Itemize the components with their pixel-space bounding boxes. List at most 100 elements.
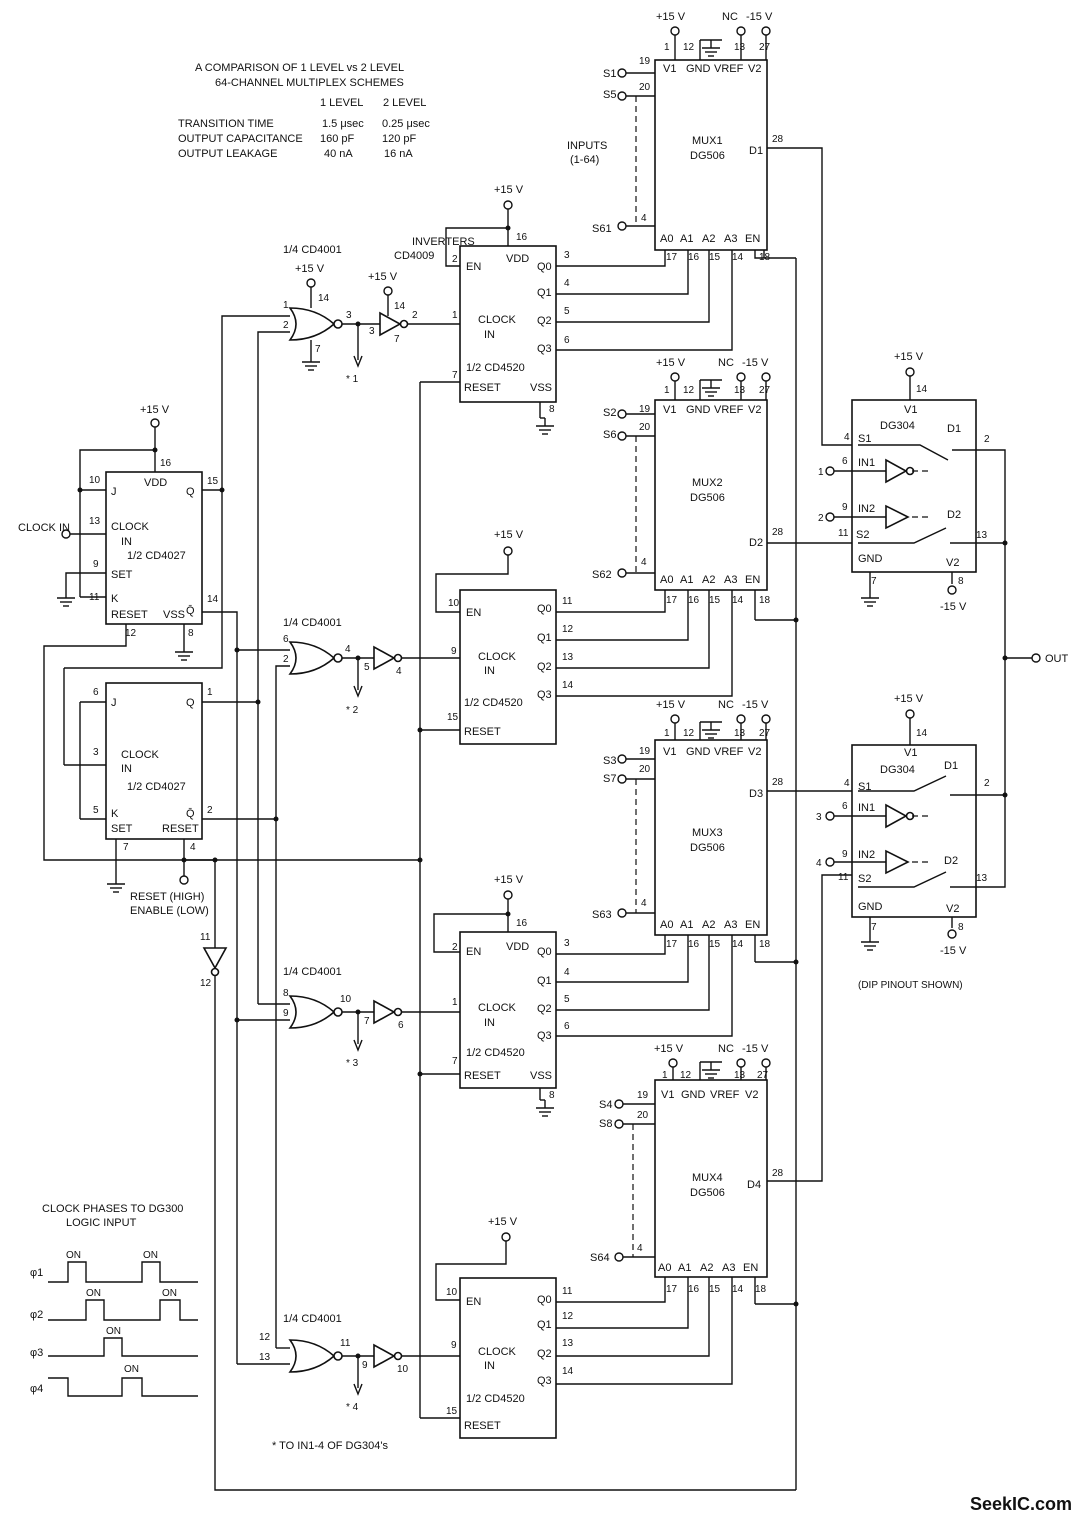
mux-output-wiring <box>767 147 858 1182</box>
svg-text:S6: S6 <box>603 429 616 441</box>
svg-text:28: 28 <box>772 777 784 788</box>
svg-text:15: 15 <box>207 476 219 487</box>
svg-text:IN: IN <box>484 1360 495 1372</box>
svg-text:13: 13 <box>734 42 746 53</box>
svg-text:CLOCK: CLOCK <box>478 314 517 326</box>
svg-text:17: 17 <box>666 1284 678 1295</box>
svg-text:MUX3: MUX3 <box>692 827 723 839</box>
svg-text:A2: A2 <box>700 1262 713 1274</box>
svg-text:16: 16 <box>160 458 172 469</box>
svg-text:+15 V: +15 V <box>488 1216 518 1228</box>
svg-text:14: 14 <box>562 680 574 691</box>
svg-text:6: 6 <box>564 335 570 346</box>
svg-text:CD4009: CD4009 <box>394 250 434 262</box>
svg-text:12: 12 <box>562 624 574 635</box>
svg-text:1: 1 <box>818 467 824 478</box>
svg-text:1/2 CD4520: 1/2 CD4520 <box>466 1393 525 1405</box>
svg-text:1/2 CD4520: 1/2 CD4520 <box>466 1047 525 1059</box>
svg-text:S64: S64 <box>590 1252 610 1264</box>
reset-terminal <box>179 875 189 885</box>
svg-text:7: 7 <box>452 1056 458 1067</box>
svg-text:1: 1 <box>664 728 670 739</box>
svg-text:EN: EN <box>743 1262 758 1274</box>
svg-text:GND: GND <box>681 1089 706 1101</box>
svg-text:V2: V2 <box>748 63 761 75</box>
svg-text:12: 12 <box>200 978 212 989</box>
svg-text:13: 13 <box>562 1338 574 1349</box>
svg-text:5: 5 <box>564 306 570 317</box>
svg-text:(DIP PINOUT SHOWN): (DIP PINOUT SHOWN) <box>858 980 963 991</box>
svg-text:D3: D3 <box>749 788 763 800</box>
svg-text:8: 8 <box>549 404 555 415</box>
svg-text:1/2 CD4520: 1/2 CD4520 <box>464 697 523 709</box>
svg-text:Q2: Q2 <box>537 1003 552 1015</box>
svg-text:2: 2 <box>207 805 213 816</box>
svg-text:9: 9 <box>842 849 848 860</box>
svg-text:4: 4 <box>844 432 850 443</box>
svg-text:NC: NC <box>718 1043 734 1055</box>
svg-text:V1: V1 <box>663 63 676 75</box>
svg-text:A3: A3 <box>724 574 737 586</box>
svg-text:1: 1 <box>664 385 670 396</box>
svg-text:13: 13 <box>976 530 988 541</box>
svg-text:S1: S1 <box>858 433 871 445</box>
svg-text:28: 28 <box>772 1168 784 1179</box>
svg-text:Q2: Q2 <box>537 1348 552 1360</box>
svg-text:8: 8 <box>283 988 289 999</box>
svg-text:ON: ON <box>124 1364 139 1375</box>
svg-text:18: 18 <box>755 1284 767 1295</box>
table-row-label: TRANSITION TIME <box>178 118 274 130</box>
svg-text:EN: EN <box>466 607 481 619</box>
svg-text:2: 2 <box>283 654 289 665</box>
svg-text:S62: S62 <box>592 569 612 581</box>
output-bus: OUT <box>976 449 1069 888</box>
svg-text:12: 12 <box>259 1332 271 1343</box>
svg-text:φ4: φ4 <box>30 1383 43 1395</box>
svg-text:2: 2 <box>984 434 990 445</box>
svg-text:2: 2 <box>452 254 458 265</box>
svg-text:12: 12 <box>683 42 695 53</box>
svg-text:D2: D2 <box>944 855 958 867</box>
svg-text:* 2: * 2 <box>346 705 359 716</box>
svg-text:VSS: VSS <box>163 609 185 621</box>
svg-text:DG506: DG506 <box>690 150 725 162</box>
svg-text:14: 14 <box>916 728 928 739</box>
svg-text:D1: D1 <box>947 423 961 435</box>
svg-text:5: 5 <box>564 994 570 1005</box>
svg-text:15: 15 <box>709 1284 721 1295</box>
svg-text:+15 V: +15 V <box>654 1043 684 1055</box>
svg-text:IN: IN <box>121 536 132 548</box>
svg-text:RESET: RESET <box>464 1420 501 1432</box>
svg-text:GND: GND <box>686 63 711 75</box>
svg-text:GND: GND <box>686 746 711 758</box>
svg-text:27: 27 <box>759 42 771 53</box>
svg-text:A0: A0 <box>660 919 673 931</box>
svg-text:* 3: * 3 <box>346 1058 359 1069</box>
svg-text:6: 6 <box>842 801 848 812</box>
svg-text:MUX1: MUX1 <box>692 135 723 147</box>
svg-text:S63: S63 <box>592 909 612 921</box>
svg-text:φ2: φ2 <box>30 1309 43 1321</box>
table-row-label: OUTPUT CAPACITANCE <box>178 133 303 145</box>
svg-text:S61: S61 <box>592 223 612 235</box>
svg-text:V2: V2 <box>946 557 959 569</box>
svg-text:A2: A2 <box>702 233 715 245</box>
svg-text:10: 10 <box>448 598 460 609</box>
svg-text:3: 3 <box>816 812 822 823</box>
svg-text:1: 1 <box>283 300 289 311</box>
svg-text:-15 V: -15 V <box>742 357 769 369</box>
svg-text:14: 14 <box>394 301 406 312</box>
svg-text:+15 V: +15 V <box>656 357 686 369</box>
svg-text:φ1: φ1 <box>30 1267 43 1279</box>
svg-text:V2: V2 <box>748 404 761 416</box>
svg-text:10: 10 <box>89 475 101 486</box>
svg-text:4: 4 <box>844 778 850 789</box>
svg-text:7: 7 <box>315 344 321 355</box>
svg-text:1/4 CD4001: 1/4 CD4001 <box>283 617 342 629</box>
svg-text:1: 1 <box>452 997 458 1008</box>
svg-text:18: 18 <box>759 595 771 606</box>
